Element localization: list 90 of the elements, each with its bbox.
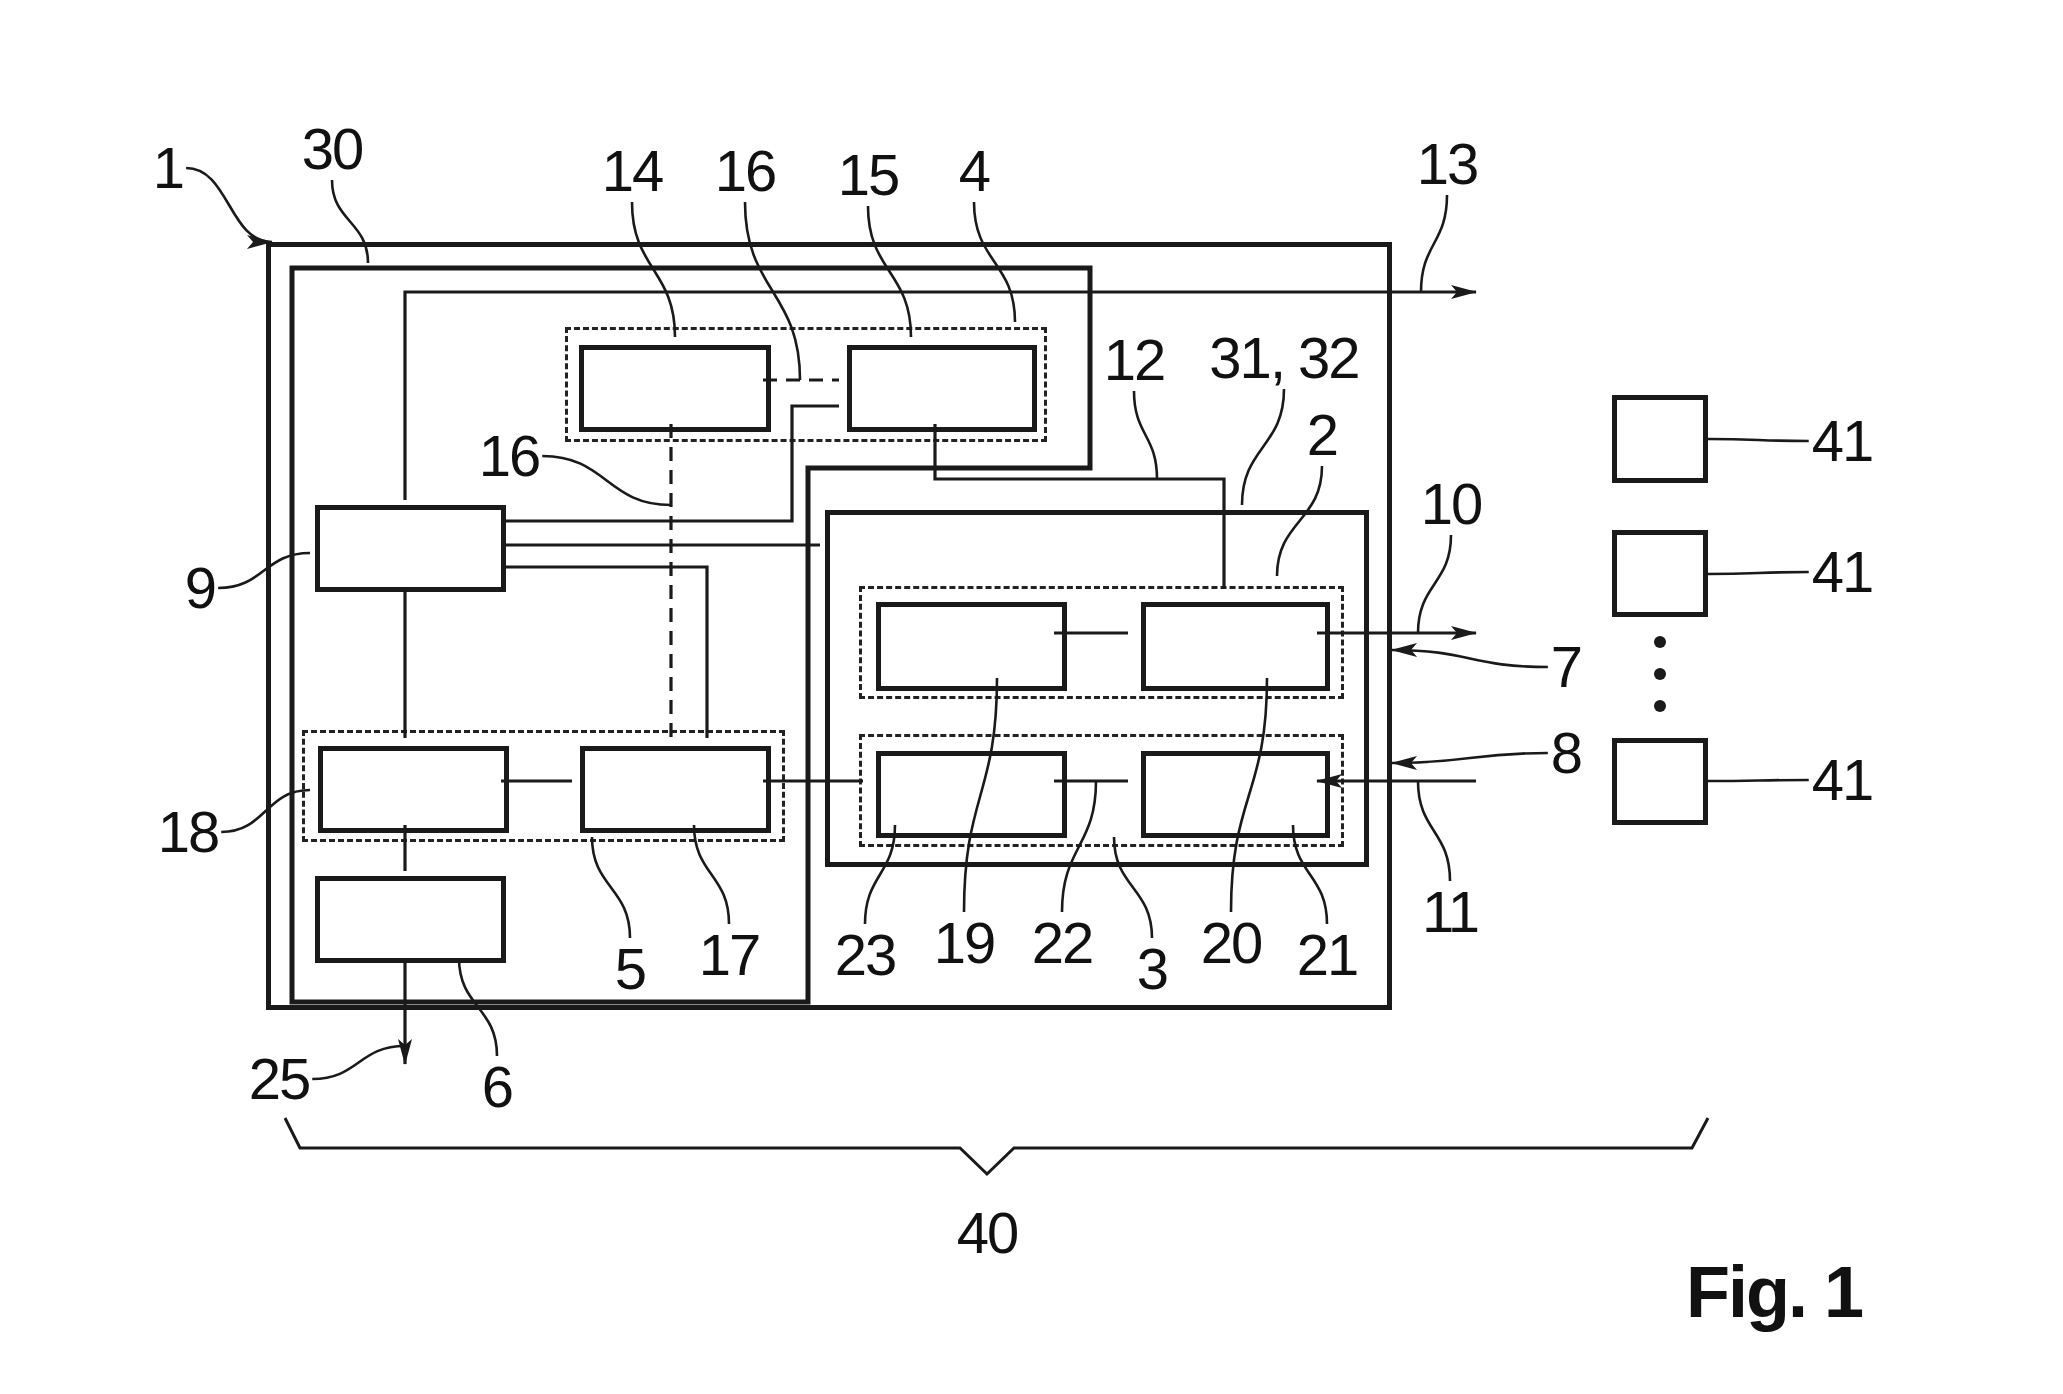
leader-line [1708,778,1809,783]
reference-numeral: 13 [1416,135,1478,193]
leader-line [1708,437,1809,443]
component-block [825,510,1369,867]
reference-numeral: 10 [1420,475,1482,533]
leader-line [1391,751,1548,770]
reference-numeral: 8 [1550,724,1582,782]
reference-numeral: 25 [248,1050,310,1108]
reference-numeral: 22 [1031,914,1093,972]
signal-line [763,378,839,382]
reference-numeral: 40 [956,1204,1018,1262]
component-block [266,242,1392,1010]
leader-line [630,201,677,338]
reference-numeral: 31, 32 [1209,329,1359,387]
leader-line [962,677,999,913]
component-block [580,746,771,833]
component-block [847,345,1037,432]
reference-numeral: 41 [1811,751,1873,809]
dashed-group-outline [565,327,1047,442]
leader-line [1275,465,1324,577]
leader-line [1229,677,1269,913]
signal-line [403,825,407,871]
leader-line [330,179,370,264]
reference-numeral: 11 [1421,883,1479,941]
component-block [579,345,771,432]
leader-line [1291,824,1329,925]
leader-line [542,454,672,507]
component-block [315,505,506,592]
component-block [1612,530,1708,617]
signal-line [933,424,1226,589]
reference-numeral: 20 [1200,914,1262,972]
reference-numeral: 3 [1136,940,1168,998]
component-block [876,602,1067,691]
dashed-group-outline [302,730,785,842]
component-block [1141,751,1330,838]
leader-line [972,201,1017,323]
signal-line [501,779,572,783]
leader-line [1416,780,1452,882]
reference-numeral: 19 [933,914,995,972]
reference-numeral: 16 [478,427,540,485]
reference-numeral: 2 [1306,406,1338,464]
leader-line [590,836,632,939]
reference-numeral: 41 [1811,543,1873,601]
signal-line [1054,779,1128,783]
reference-numeral: 18 [157,803,219,861]
component-block [876,751,1067,838]
reference-numeral: 21 [1296,926,1358,984]
leader-line [218,551,311,590]
reference-numeral: 1 [152,139,184,197]
leader-line [1391,643,1548,669]
signal-arrow [1317,626,1477,640]
reference-numeral: 15 [837,146,899,204]
leader-line [1060,780,1098,913]
signal-line [763,779,863,783]
leader-line [866,205,913,338]
leader-line [1416,534,1453,634]
signal-arrow [403,285,1477,500]
signal-line [669,424,673,738]
leader-line [1419,194,1449,293]
component-block [318,746,509,833]
reference-numeral: 9 [184,559,216,617]
leader-line [1708,570,1809,576]
component-block [315,876,506,963]
reference-numeral: 14 [601,142,663,200]
component-block [1141,602,1330,691]
component-block [1612,395,1708,483]
reference-numeral: 17 [698,926,760,984]
signal-arrow [1316,774,1476,788]
reference-numeral: 4 [958,142,990,200]
reference-numeral: 30 [301,120,363,178]
leader-line [221,788,311,834]
reference-numeral: 12 [1103,331,1165,389]
reference-numeral: 23 [834,926,896,984]
reference-numeral: 5 [614,940,646,998]
leader-line [692,824,731,925]
dashed-group-outline [859,586,1344,699]
dashed-group-outline [859,734,1344,847]
component-block [1612,738,1708,825]
reference-numeral: 41 [1811,412,1873,470]
leader-line [185,166,273,246]
leader-line [743,201,802,381]
housing-outline [292,268,1090,1002]
reference-numeral: 7 [1550,638,1582,696]
leader-line [1112,836,1154,939]
leader-line [1132,390,1159,480]
signal-line [1054,631,1128,635]
leader-line [863,824,897,925]
leader-line [1240,388,1286,506]
reference-numeral: 16 [714,142,776,200]
reference-numeral: 6 [481,1058,513,1116]
